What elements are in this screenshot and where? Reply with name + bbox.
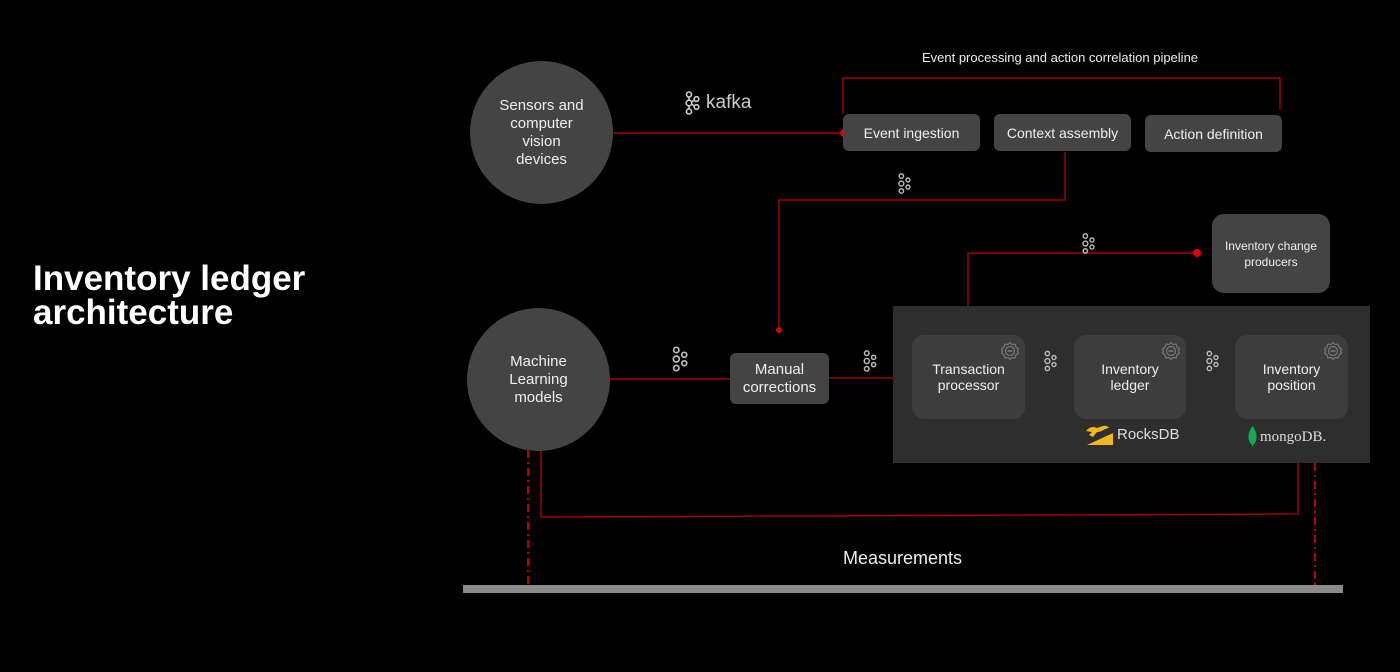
page-title: Inventory ledger architecture <box>33 259 306 332</box>
rocksdb-cheetah-icon <box>1086 425 1113 445</box>
inventory-change-producers-node: Inventory change producers <box>1212 214 1330 293</box>
producers-label: Inventory change producers <box>1224 238 1318 269</box>
wire-producers-to-transaction <box>967 252 1197 330</box>
sensors-label: Sensors and computer vision devices <box>499 96 584 168</box>
service-inventory-ledger: Inventory ledger <box>1074 335 1186 419</box>
service-inventory-position: Inventory position <box>1235 335 1348 419</box>
rocksdb-wordmark: RocksDB <box>1117 425 1180 443</box>
mongodb-wordmark: mongoDB. <box>1260 428 1327 445</box>
api-gear-icon <box>1323 341 1343 361</box>
mongodb-leaf-icon <box>1248 426 1257 448</box>
api-gear-icon <box>1000 341 1020 361</box>
mongodb-logo: mongoDB. <box>1248 426 1326 448</box>
ml-models-node: Machine Learning models <box>467 308 610 451</box>
kafka-icon <box>1206 350 1219 372</box>
pipeline-title: Event processing and action correlation … <box>921 50 1199 65</box>
wire-feedback-loop <box>540 450 1299 518</box>
kafka-icon <box>672 346 688 372</box>
kafka-icon <box>863 350 877 372</box>
rocksdb-logo: RocksDB <box>1085 423 1180 445</box>
service-label: Inventory ledger <box>1101 361 1159 393</box>
kafka-icon <box>1082 233 1095 254</box>
stage-label: Action definition <box>1164 125 1263 142</box>
ml-models-label: Machine Learning models <box>509 352 568 406</box>
measurements-bar <box>463 585 1343 593</box>
sensors-node: Sensors and computer vision devices <box>470 61 613 204</box>
page-title-line-2: architecture <box>33 293 234 332</box>
kafka-icon <box>1044 350 1057 372</box>
connector-dot-manual <box>776 327 782 333</box>
connector-dot-producers <box>1193 249 1201 257</box>
kafka-wordmark: kafka <box>706 92 752 113</box>
service-label: Transaction processor <box>932 361 1005 393</box>
page-title-line-1: Inventory ledger <box>33 259 306 298</box>
service-transaction-processor: Transaction processor <box>912 335 1025 419</box>
stage-label: Context assembly <box>1006 124 1119 141</box>
wire-context-to-manual <box>778 152 1066 328</box>
stage-action-definition[interactable]: Action definition <box>1145 115 1282 152</box>
manual-corrections-node: Manual corrections <box>730 353 829 404</box>
measurements-label: Measurements <box>842 548 963 568</box>
service-label: Inventory position <box>1262 361 1321 393</box>
api-gear-icon <box>1161 341 1181 361</box>
stage-label: Event ingestion <box>863 124 960 141</box>
kafka-logo: kafka <box>684 91 751 115</box>
kafka-icon <box>685 91 700 115</box>
stage-event-ingestion[interactable]: Event ingestion <box>843 114 980 151</box>
kafka-icon <box>898 173 911 194</box>
pipeline-bracket <box>842 77 1281 114</box>
stage-context-assembly[interactable]: Context assembly <box>994 114 1131 151</box>
manual-corrections-label: Manual corrections <box>742 360 817 396</box>
